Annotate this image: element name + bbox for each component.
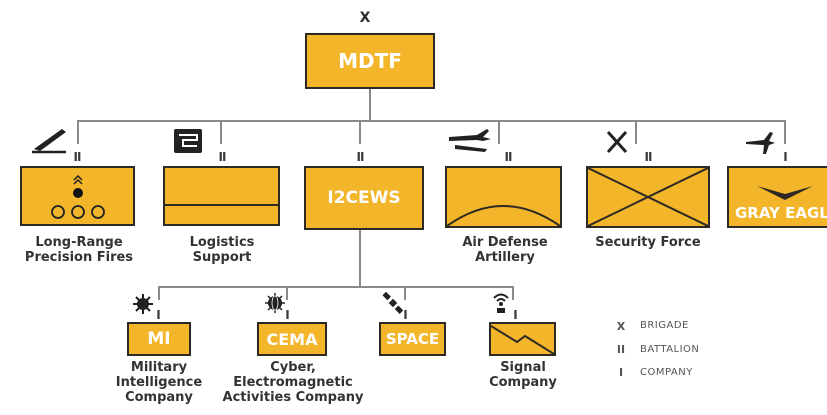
drop-security [635, 120, 637, 144]
cema-globe-icon [265, 293, 285, 313]
uav-icon [746, 132, 775, 154]
logistics-symbol-line [165, 204, 278, 206]
battalion-bus [77, 120, 786, 122]
satellite-icon [382, 291, 404, 314]
lrpf-unit-box [20, 166, 135, 226]
security-unit-box [586, 166, 710, 228]
gray-eagle-echelon-marker: I [783, 150, 787, 164]
logistics-echelon-marker: II [218, 150, 227, 164]
drop-mi [158, 286, 160, 300]
drop-gray-eagle [784, 120, 786, 144]
gray-eagle-unit-box: GRAY EAGLE [727, 166, 827, 228]
space-echelon-marker: I [403, 308, 407, 322]
hq-unit-box: MDTF [305, 33, 435, 89]
mi-echelon-marker: I [156, 308, 160, 322]
company-bus [158, 286, 512, 288]
i2cews-label: I2CEWS [327, 188, 401, 208]
hq-echelon-marker: X [359, 10, 371, 26]
drop-lrpf [77, 120, 79, 144]
hq-connector [369, 87, 371, 121]
cema-label: CEMA [266, 330, 318, 349]
precision-fires-symbol [51, 174, 105, 219]
mi-unit-box: MI [127, 322, 191, 356]
legend-company-symbol: I [618, 366, 624, 379]
cema-caption: Cyber, Electromagnetic Activities Compan… [222, 360, 364, 405]
legend-battalion-symbol: II [616, 343, 626, 356]
ada-caption: Air Defense Artillery [462, 235, 548, 265]
gray-eagle-label: GRAY EAGLE [735, 204, 827, 222]
security-echelon-marker: II [644, 150, 653, 164]
i2cews-unit-box: I2CEWS [304, 166, 424, 230]
drop-space [404, 286, 406, 300]
uav-chevron-symbol [757, 186, 813, 200]
logistics-unit-box [163, 166, 280, 226]
signal-caption: Signal Company [489, 360, 557, 390]
ada-echelon-marker: II [504, 150, 513, 164]
infantry-cross-symbol [588, 168, 708, 226]
space-unit-box: SPACE [379, 322, 446, 356]
ada-unit-box [445, 166, 562, 228]
cema-echelon-marker: I [285, 308, 289, 322]
space-label: SPACE [385, 330, 440, 348]
hq-label: MDTF [338, 49, 402, 73]
mi-icon [133, 294, 153, 314]
drop-signal [512, 286, 514, 300]
mi-caption: Military Intelligence Company [115, 360, 203, 405]
air-defense-icon [449, 129, 491, 152]
security-caption: Security Force [595, 235, 701, 250]
drop-ada [498, 120, 500, 144]
logistics-icon [174, 129, 202, 153]
i2cews-echelon-marker: II [356, 150, 365, 164]
signal-unit-box [489, 322, 556, 356]
rocket-launcher-icon [32, 129, 66, 154]
cema-unit-box: CEMA [257, 322, 327, 356]
i2cews-down-connector [359, 230, 361, 287]
crossed-swords-icon [606, 130, 628, 154]
drop-logistics [220, 120, 222, 144]
signal-echelon-marker: I [513, 308, 517, 322]
legend-battalion-label: BATTALION [640, 344, 700, 355]
air-defense-symbol [447, 205, 560, 226]
logistics-caption: Logistics Support [189, 235, 255, 265]
legend-company-label: COMPANY [640, 367, 693, 378]
mi-label: MI [147, 329, 171, 349]
drop-cema [286, 286, 288, 300]
lrpf-echelon-marker: II [73, 150, 82, 164]
legend-brigade-symbol: X [616, 320, 626, 333]
signal-lightning-symbol [491, 325, 554, 354]
lrpf-caption: Long-Range Precision Fires [24, 235, 134, 265]
drop-i2cews [359, 120, 361, 144]
legend-brigade-label: BRIGADE [640, 320, 689, 331]
signal-antenna-icon [493, 293, 509, 313]
